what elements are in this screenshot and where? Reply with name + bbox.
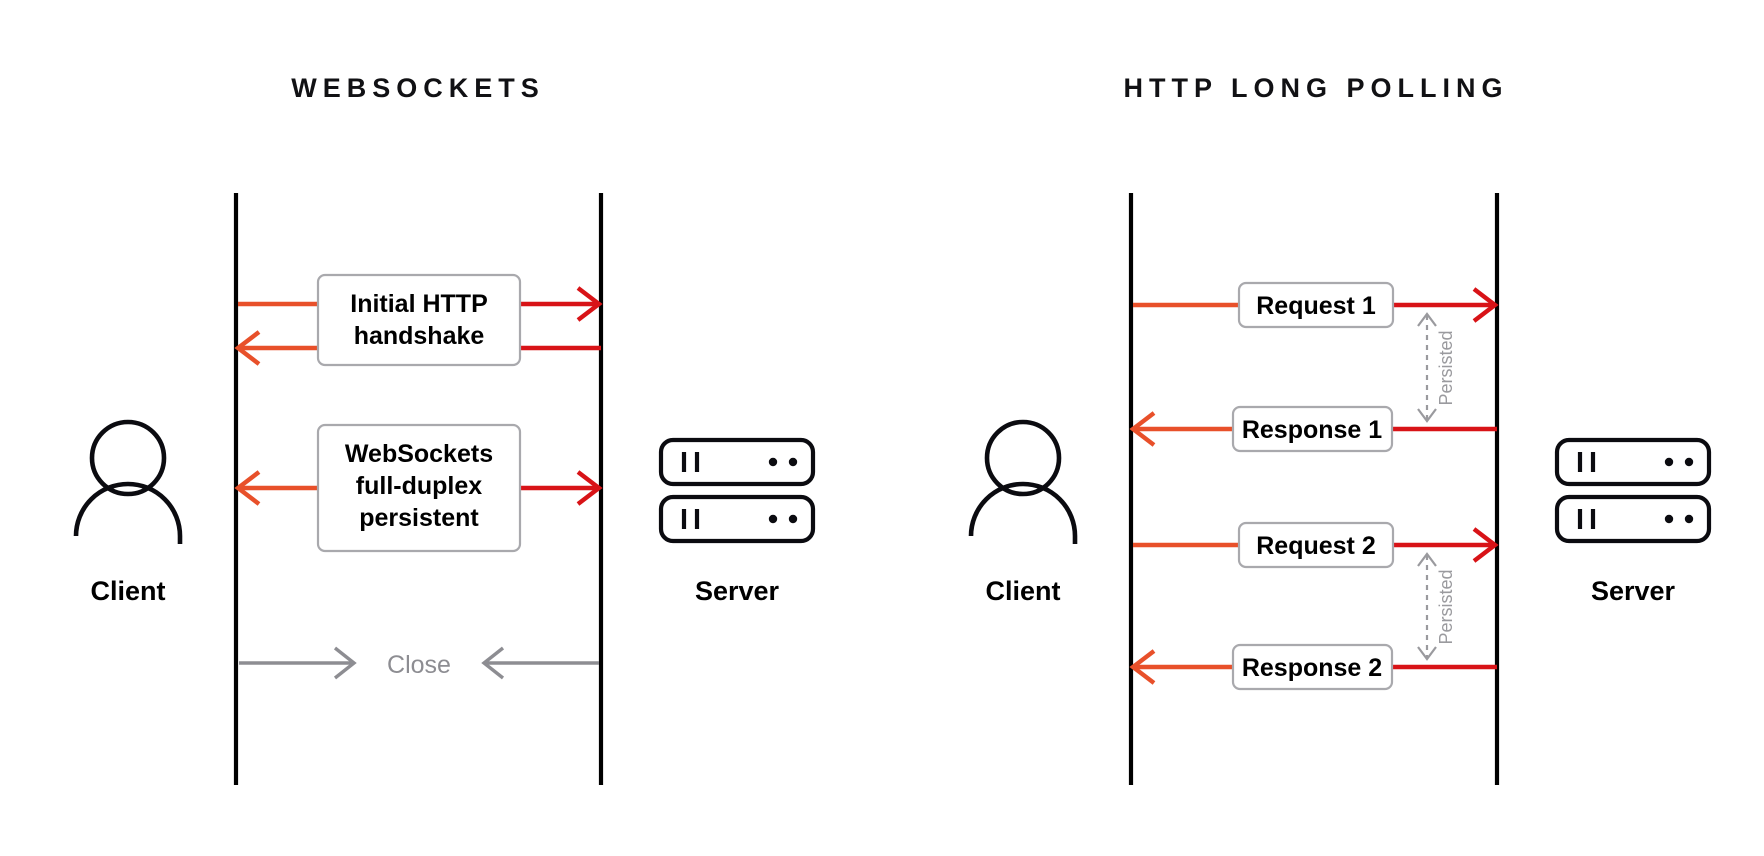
- arrow-initial-handshake-response: [234, 330, 601, 366]
- message-box-label: Request 1: [1256, 292, 1376, 320]
- message-box-line-2: full-duplex: [356, 472, 482, 500]
- client-person-icon-left: [73, 419, 183, 544]
- message-box-websockets-fullduplex[interactable]: WebSockets full-duplex persistent: [316, 423, 522, 553]
- arrow-close-from-client: [239, 646, 357, 680]
- message-box-response-2[interactable]: Response 2: [1231, 643, 1394, 691]
- persisted-marker-1: Persisted: [1417, 312, 1456, 423]
- arrow-request-1: [1133, 287, 1499, 323]
- arrow-close-from-server: [481, 646, 599, 680]
- persisted-marker-2: Persisted: [1417, 552, 1456, 661]
- message-box-request-2[interactable]: Request 2: [1237, 521, 1395, 569]
- message-box-label: Request 2: [1256, 532, 1375, 560]
- arrow-request-2: [1133, 527, 1499, 563]
- client-label-right: Client: [985, 576, 1060, 606]
- close-label: Close: [387, 651, 451, 679]
- message-box-response-1[interactable]: Response 1: [1231, 405, 1394, 453]
- arrow-fullduplex-to-client: [234, 470, 318, 506]
- panel-http-long-polling: HTTP LONG POLLING Client Server: [968, 73, 1712, 785]
- persisted-label-2: Persisted: [1436, 569, 1456, 644]
- message-box-line-2: handshake: [354, 322, 485, 350]
- client-label-left: Client: [90, 576, 165, 606]
- message-box-request-1[interactable]: Request 1: [1237, 281, 1395, 329]
- arrow-response-1: [1129, 411, 1497, 447]
- arrow-initial-handshake-request: [238, 286, 603, 322]
- persisted-label-1: Persisted: [1436, 330, 1456, 405]
- message-box-label: Response 2: [1242, 654, 1382, 682]
- panel-websockets: WEBSOCKETS Client Server: [73, 73, 816, 785]
- message-box-initial-handshake[interactable]: Initial HTTP handshake: [316, 273, 522, 367]
- panel-title-websockets: WEBSOCKETS: [291, 73, 545, 103]
- server-label-right: Server: [1591, 576, 1676, 606]
- message-box-line-1: WebSockets: [345, 440, 493, 468]
- panel-title-http-long-polling: HTTP LONG POLLING: [1124, 73, 1509, 103]
- message-box-line-1: Initial HTTP: [350, 290, 488, 318]
- server-label-left: Server: [695, 576, 780, 606]
- server-rack-icon-left: [658, 437, 816, 544]
- server-rack-icon-right: [1554, 437, 1712, 544]
- arrow-fullduplex-to-server: [519, 470, 603, 506]
- message-box-label: Response 1: [1242, 416, 1382, 444]
- client-person-icon-right: [968, 419, 1078, 544]
- message-box-line-3: persistent: [359, 504, 479, 532]
- arrow-response-2: [1129, 649, 1497, 685]
